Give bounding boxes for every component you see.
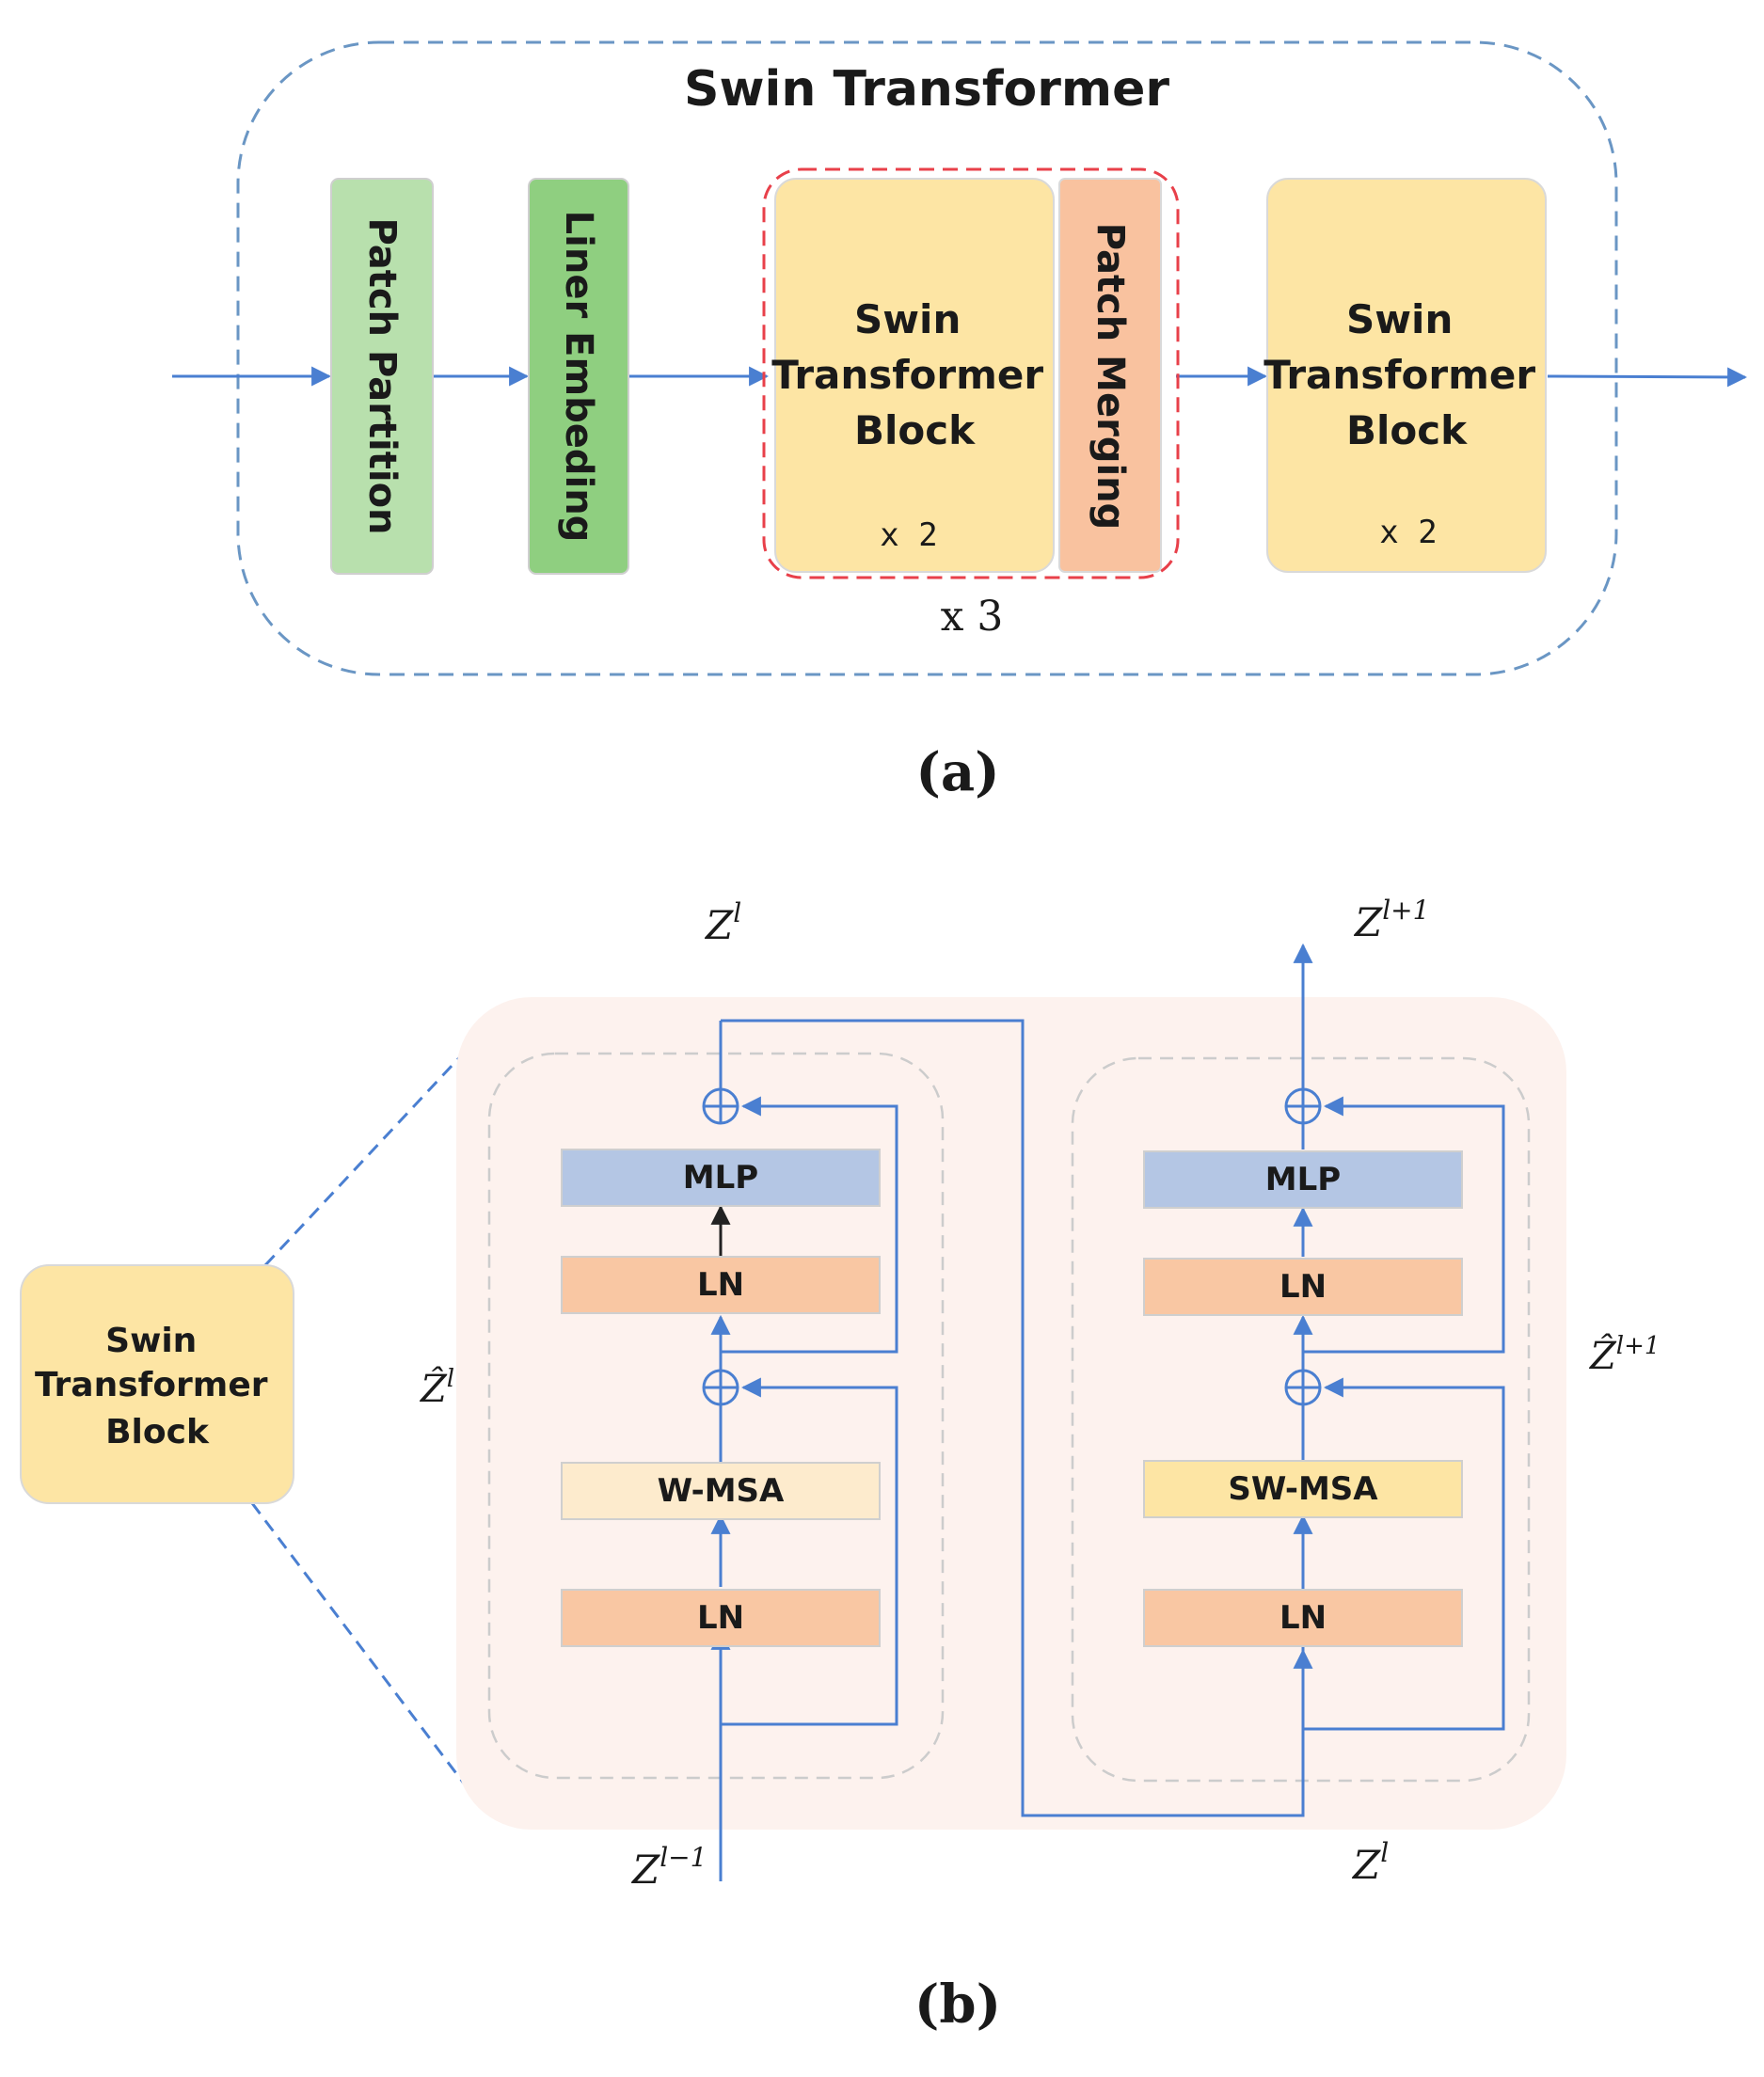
right-mlp-box bbox=[1143, 1150, 1463, 1209]
caption-b: (b) bbox=[914, 1974, 1001, 2036]
swin-block-2-repeat: x 2 bbox=[1379, 514, 1437, 551]
left-wmsa-box bbox=[561, 1462, 881, 1520]
output-arrow bbox=[1547, 367, 1748, 388]
right-ln-top-box bbox=[1143, 1258, 1463, 1316]
liner-embeding-box bbox=[528, 178, 629, 575]
swin-block-1-label: Swin Transformer Block bbox=[771, 296, 1057, 453]
left-ln-bottom-label: LN bbox=[697, 1599, 744, 1637]
swin-block-1-repeat: x 2 bbox=[880, 516, 937, 554]
add-node-right-bottom bbox=[1284, 1369, 1322, 1406]
swin-transformer-outer-frame bbox=[236, 40, 1618, 676]
right-subblock-frame bbox=[1071, 1056, 1531, 1783]
add-node-right-top bbox=[1284, 1087, 1322, 1125]
zoom-line-bottom bbox=[250, 1502, 486, 1812]
patch-merging-box bbox=[1058, 178, 1162, 573]
repeated-stage-frame bbox=[762, 167, 1180, 579]
swin-block-2-label: Swin Transformer Block bbox=[1263, 296, 1549, 453]
left-ln-bottom-box bbox=[561, 1589, 881, 1647]
swin-block-summary-box bbox=[20, 1264, 294, 1504]
patch-partition-box bbox=[330, 178, 434, 575]
add-node-left-bottom bbox=[702, 1369, 739, 1406]
swin-block-2-box bbox=[1266, 178, 1547, 573]
stage-repeat-label: x 3 bbox=[941, 593, 1004, 641]
left-subblock-frame bbox=[487, 1052, 945, 1780]
patch-merging-label: Patch Merging bbox=[1089, 223, 1132, 531]
right-ln-bottom-label: LN bbox=[1279, 1599, 1327, 1637]
block-detail-panel bbox=[456, 997, 1566, 1830]
left-wmsa-label: W-MSA bbox=[658, 1472, 785, 1510]
left-ln-top-label: LN bbox=[697, 1266, 744, 1304]
z-l-plus-1-top-label: Zl+1 bbox=[1353, 895, 1429, 945]
z-l-minus-1-bottom-label: Zl−1 bbox=[630, 1842, 707, 1893]
zoom-line-top bbox=[263, 1019, 496, 1267]
left-mlp-label: MLP bbox=[683, 1159, 758, 1197]
z-l-bottom-label: Zl bbox=[1351, 1837, 1389, 1888]
patch-partition-label: Patch Partition bbox=[360, 217, 404, 534]
right-mlp-label: MLP bbox=[1265, 1161, 1341, 1198]
left-ln-top-box bbox=[561, 1256, 881, 1314]
z-hat-l-plus-1-label: Ẑl+1 bbox=[1588, 1332, 1660, 1378]
right-swmsa-box bbox=[1143, 1460, 1463, 1518]
swin-transformer-title: Swin Transformer bbox=[684, 61, 1169, 118]
right-swmsa-label: SW-MSA bbox=[1228, 1470, 1378, 1508]
swin-block-summary-label: Swin Transformer Block bbox=[35, 1322, 279, 1451]
right-ln-bottom-box bbox=[1143, 1589, 1463, 1647]
add-node-left-top bbox=[702, 1087, 739, 1125]
z-l-top-label: Zl bbox=[704, 897, 741, 948]
z-hat-l-label: Ẑl bbox=[419, 1365, 454, 1411]
liner-embeding-label: Liner Embeding bbox=[557, 211, 600, 543]
swin-block-1-box bbox=[774, 178, 1055, 573]
right-ln-top-label: LN bbox=[1279, 1268, 1327, 1306]
caption-a: (a) bbox=[915, 741, 999, 803]
left-mlp-box bbox=[561, 1149, 881, 1207]
